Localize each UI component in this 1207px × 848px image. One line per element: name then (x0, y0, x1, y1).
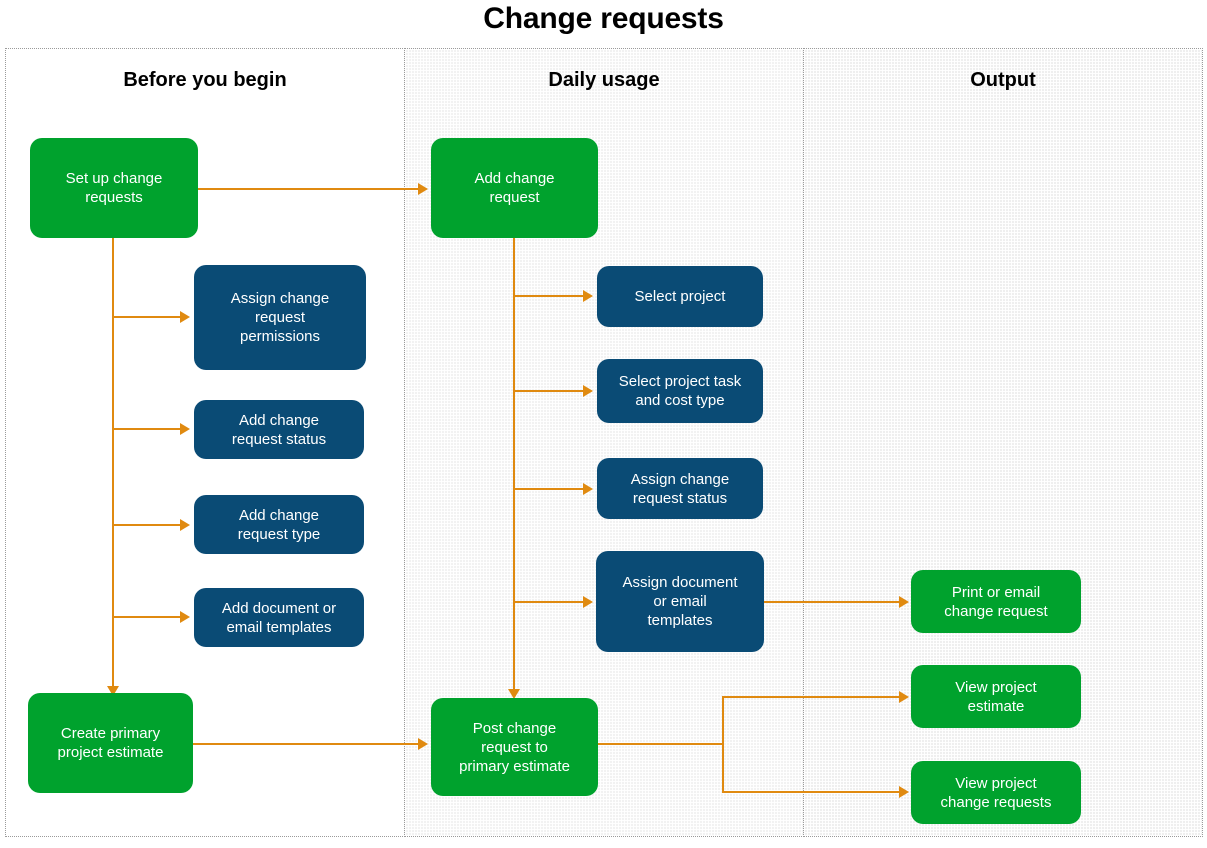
node-label-add-change-request-type: Add change request type (237, 506, 321, 543)
edge-setup-to-assign-permissions (112, 316, 182, 318)
node-select-project-task-and-cost-type[interactable]: Select project task and cost type (597, 359, 763, 423)
node-label-add-change-request: Add change request (474, 170, 555, 206)
arrowhead-assign-templates-to-print-or-email (899, 596, 909, 608)
node-label-add-document-or-email-templates: Add document or email templates (221, 599, 337, 636)
node-assign-change-request-permissions[interactable]: Assign change request permissions (194, 265, 366, 370)
arrowhead-post-to-view-project-estimate (899, 691, 909, 703)
arrowhead-setup-to-add-cr-status (180, 423, 190, 435)
page-title: Change requests (483, 2, 724, 35)
swimlane-output: Output (803, 48, 1203, 837)
node-add-change-request-status[interactable]: Add change request status (194, 400, 364, 459)
arrowhead-add-to-assign-cr-status (583, 483, 593, 495)
arrowhead-setup-to-add-cr-type (180, 519, 190, 531)
node-print-or-email-change-request[interactable]: Print or email change request (911, 570, 1081, 633)
swimlane-label-daily-usage: Daily usage (548, 69, 660, 91)
edge-add-to-assign-cr-status (513, 488, 585, 490)
swimlane-label-before-you-begin: Before you begin (123, 69, 287, 91)
arrowhead-add-to-post-change-request (508, 689, 520, 699)
node-add-change-request-type[interactable]: Add change request type (194, 495, 364, 554)
edge-create-estimate-to-post-change-request (193, 743, 420, 745)
node-label-assign-change-request-status: Assign change request status (630, 470, 730, 507)
arrowhead-post-to-view-project-change-requests (899, 786, 909, 798)
edge-add-to-assign-doc-email-templates (513, 601, 585, 603)
edge-assign-templates-to-print-or-email (763, 601, 901, 603)
arrowhead-setup-to-add-doc-email-templates (180, 611, 190, 623)
edge-setup-to-add-change-request (198, 188, 420, 190)
arrowhead-setup-to-add-change-request (418, 183, 428, 195)
arrowhead-add-to-select-project (583, 290, 593, 302)
edge-add-to-select-project (513, 295, 585, 297)
node-label-add-change-request-status: Add change request status (231, 411, 327, 448)
node-add-change-request[interactable]: Add change request (431, 138, 598, 238)
node-label-select-project: Select project (634, 288, 726, 305)
edge-post-to-view-project-estimate (722, 696, 901, 698)
arrowhead-setup-to-create-primary-estimate (107, 686, 119, 696)
edge-setup-to-add-cr-type (112, 524, 182, 526)
node-post-change-request-to-primary-estimate[interactable]: Post change request to primary estimate (431, 698, 598, 796)
node-create-primary-project-estimate[interactable]: Create primary project estimate (28, 693, 193, 793)
edge-add-to-select-task-cost-type (513, 390, 585, 392)
node-label-assign-change-request-permissions: Assign change request permissions (230, 290, 330, 345)
arrowhead-add-to-assign-doc-email-templates (583, 596, 593, 608)
node-view-project-change-requests[interactable]: View project change requests (911, 761, 1081, 824)
edge-add-change-request-trunk-vertical (513, 238, 515, 693)
node-label-select-project-task-and-cost-type: Select project task and cost type (618, 373, 742, 409)
edge-post-to-view-project-change-requests (722, 791, 901, 793)
node-add-document-or-email-templates[interactable]: Add document or email templates (194, 588, 364, 647)
node-assign-document-or-email-templates[interactable]: Assign document or email templates (596, 551, 764, 652)
node-label-print-or-email-change-request: Print or email change request (944, 583, 1048, 620)
node-label-post-change-request-to-primary-estimate: Post change request to primary estimate (459, 719, 570, 775)
node-label-view-project-change-requests: View project change requests (940, 774, 1052, 811)
arrowhead-create-estimate-to-post-change-request (418, 738, 428, 750)
edge-setup-to-add-doc-email-templates (112, 616, 182, 618)
swimlane-label-output: Output (970, 69, 1036, 91)
node-view-project-estimate[interactable]: View project estimate (911, 665, 1081, 728)
node-label-setup-change-requests: Set up change requests (65, 170, 163, 206)
arrowhead-setup-to-assign-permissions (180, 311, 190, 323)
edge-post-change-request-stem (598, 743, 724, 745)
edge-setup-trunk-vertical (112, 238, 114, 690)
edge-setup-to-add-cr-status (112, 428, 182, 430)
node-setup-change-requests[interactable]: Set up change requests (30, 138, 198, 238)
arrowhead-add-to-select-task-cost-type (583, 385, 593, 397)
node-label-create-primary-project-estimate: Create primary project estimate (57, 725, 164, 761)
node-label-assign-document-or-email-templates: Assign document or email templates (622, 574, 738, 629)
node-assign-change-request-status[interactable]: Assign change request status (597, 458, 763, 519)
node-label-view-project-estimate: View project estimate (955, 678, 1037, 715)
edge-post-change-request-bus-vertical (722, 696, 724, 793)
node-select-project[interactable]: Select project (597, 266, 763, 327)
